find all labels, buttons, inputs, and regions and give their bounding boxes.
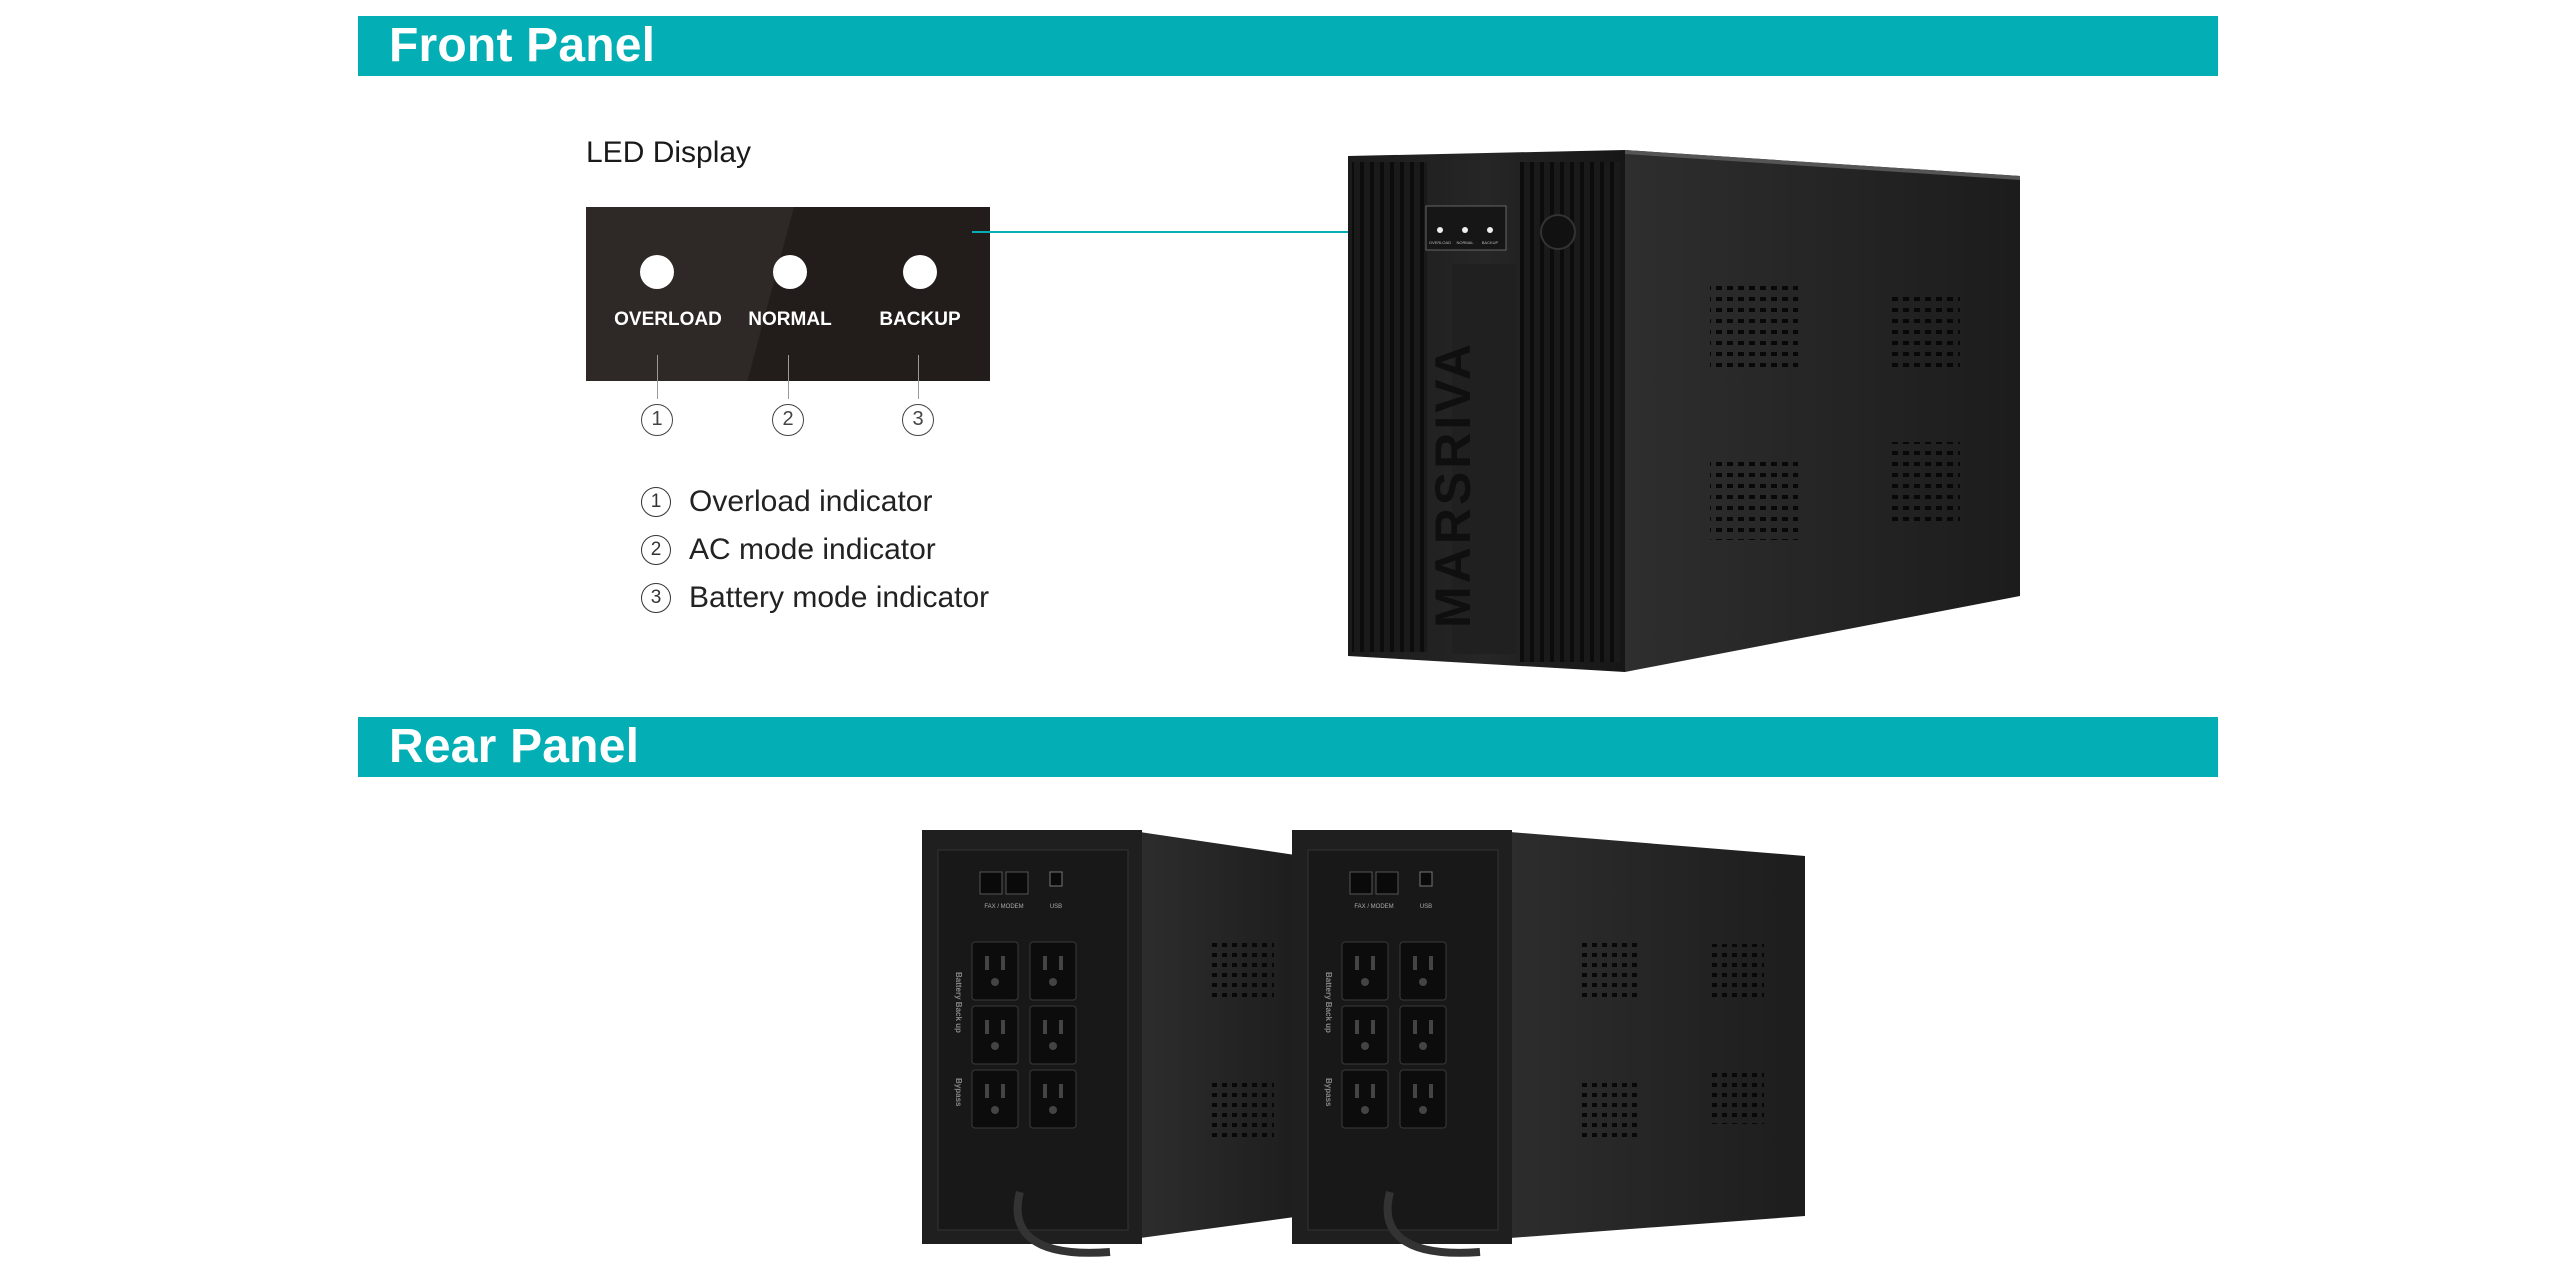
- battery-backup-label: Battery Back up: [1324, 972, 1333, 1033]
- power-button-icon: [1540, 214, 1576, 250]
- led-display-panel: OVERLOAD NORMAL BACKUP: [586, 207, 990, 381]
- ups-rear-unit: FAX / MODEM USB Battery Back up Bypass: [922, 830, 1302, 1257]
- callout-number-1: 1: [641, 404, 673, 436]
- callout-number-2: 2: [772, 404, 804, 436]
- callout-leader-1: [657, 355, 658, 399]
- backup-led-label: BACKUP: [879, 309, 961, 330]
- fax-modem-label: FAX / MODEM: [984, 904, 1023, 910]
- led-display-title: LED Display: [586, 136, 752, 169]
- legend-text: AC mode indicator: [689, 533, 936, 566]
- backup-led-dot: [903, 255, 937, 289]
- normal-led-dot: [773, 255, 807, 289]
- legend-text: Overload indicator: [689, 485, 933, 518]
- fax-modem-label: FAX / MODEM: [1354, 904, 1393, 910]
- front-panel-title: Front Panel: [389, 19, 656, 72]
- normal-led-label: NORMAL: [748, 309, 832, 330]
- ups-rear-unit: FAX / MODEM USB Battery Back up Bypass: [1292, 830, 1805, 1257]
- ups-front-image: OVERLOAD NORMAL BACKUP MARSRIVA: [1348, 150, 2020, 672]
- bypass-label: Bypass: [954, 1078, 963, 1107]
- mini-led-label: BACKUP: [1482, 240, 1499, 245]
- callout-number-3: 3: [902, 404, 934, 436]
- rear-panel-title: Rear Panel: [389, 720, 640, 773]
- mini-led-label: NORMAL: [1456, 240, 1474, 245]
- bypass-label: Bypass: [1324, 1078, 1333, 1107]
- brand-logo: MARSRIVA: [1425, 341, 1481, 628]
- legend-number: 3: [641, 583, 671, 613]
- battery-backup-label: Battery Back up: [954, 972, 963, 1033]
- overload-led-dot: [640, 255, 674, 289]
- callout-leader-3: [918, 355, 919, 399]
- callout-leader-2: [788, 355, 789, 399]
- mini-led-label: OVERLOAD: [1429, 240, 1451, 245]
- usb-label: USB: [1050, 904, 1062, 910]
- ups-rear-image: FAX / MODEM USB Battery Back up Bypass F…: [922, 830, 1805, 1257]
- legend-number: 1: [641, 487, 671, 517]
- rear-panel-banner: Rear Panel: [358, 717, 2218, 777]
- front-panel-banner: Front Panel: [358, 16, 2218, 76]
- usb-label: USB: [1420, 904, 1432, 910]
- legend-text: Battery mode indicator: [689, 581, 990, 614]
- legend-number: 2: [641, 535, 671, 565]
- led-connector-line: [972, 231, 1442, 233]
- overload-led-label: OVERLOAD: [614, 309, 722, 330]
